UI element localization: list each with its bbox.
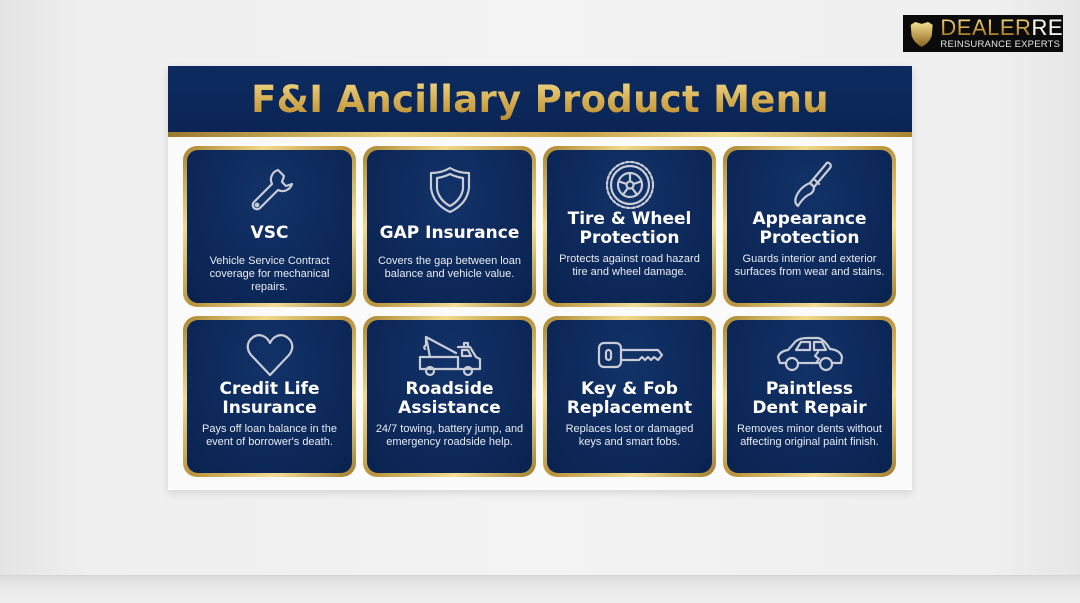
gold-divider bbox=[168, 132, 912, 137]
product-description: Protects against road hazard tire and wh… bbox=[559, 253, 700, 278]
shield-icon bbox=[429, 166, 470, 214]
product-description: Pays off loan balance in the event of bo… bbox=[202, 423, 337, 448]
product-title: VSC bbox=[250, 223, 289, 243]
logo-tagline: REINSURANCE EXPERTS bbox=[940, 39, 1061, 51]
product-title: Roadside Assistance bbox=[398, 379, 501, 418]
product-card-vsc: VSC Vehicle Service Contract coverage fo… bbox=[183, 146, 356, 307]
product-card-roadside: Roadside Assistance 24/7 towing, battery… bbox=[363, 316, 536, 477]
product-title: Credit Life Insurance bbox=[219, 379, 320, 418]
dented-car-icon bbox=[776, 336, 843, 372]
product-description: Replaces lost or damaged keys and smart … bbox=[565, 423, 694, 448]
board-header: F&I Ancillary Product Menu bbox=[168, 66, 912, 132]
product-description: Covers the gap between loan balance and … bbox=[377, 255, 522, 280]
heart-icon bbox=[246, 333, 293, 377]
logo-shield-icon bbox=[910, 21, 933, 47]
product-title: Tire & Wheel Protection bbox=[567, 209, 692, 248]
wrench-icon bbox=[251, 168, 293, 211]
logo-brand-white: RE bbox=[1031, 15, 1063, 41]
product-menu-board: F&I Ancillary Product Menu VSC Vehicle S… bbox=[168, 66, 912, 490]
product-title: Appearance Protection bbox=[752, 209, 867, 248]
product-title: GAP Insurance bbox=[379, 223, 520, 243]
paintbrush-icon bbox=[793, 161, 832, 208]
product-description: 24/7 towing, battery jump, and emergency… bbox=[375, 423, 524, 448]
tire-wheel-icon bbox=[605, 160, 654, 210]
tow-truck-icon bbox=[418, 335, 481, 377]
logo-brand-gold: DEALER bbox=[940, 15, 1032, 41]
product-card-key-fob: Key & Fob Replacement Replaces lost or d… bbox=[543, 316, 716, 477]
product-description: Removes minor dents without affecting or… bbox=[737, 423, 882, 448]
product-card-credit-life: Credit Life Insurance Pays off loan bala… bbox=[183, 316, 356, 477]
floor bbox=[0, 575, 1080, 603]
board-title: F&I Ancillary Product Menu bbox=[251, 77, 829, 121]
product-card-tire-wheel: Tire & Wheel Protection Protects against… bbox=[543, 146, 716, 307]
product-title: Paintless Dent Repair bbox=[752, 379, 867, 418]
product-description: Guards interior and exterior surfaces fr… bbox=[734, 253, 885, 278]
product-title: Key & Fob Replacement bbox=[566, 379, 693, 418]
product-card-paintless-dent: Paintless Dent Repair Removes minor dent… bbox=[723, 316, 896, 477]
product-card-appearance: Appearance Protection Guards interior an… bbox=[723, 146, 896, 307]
key-icon bbox=[597, 341, 663, 369]
product-description: Vehicle Service Contract coverage for me… bbox=[209, 255, 330, 293]
dealerre-logo: DEALERRE REINSURANCE EXPERTS bbox=[903, 15, 1063, 52]
product-card-gap-insurance: GAP Insurance Covers the gap between loa… bbox=[363, 146, 536, 307]
